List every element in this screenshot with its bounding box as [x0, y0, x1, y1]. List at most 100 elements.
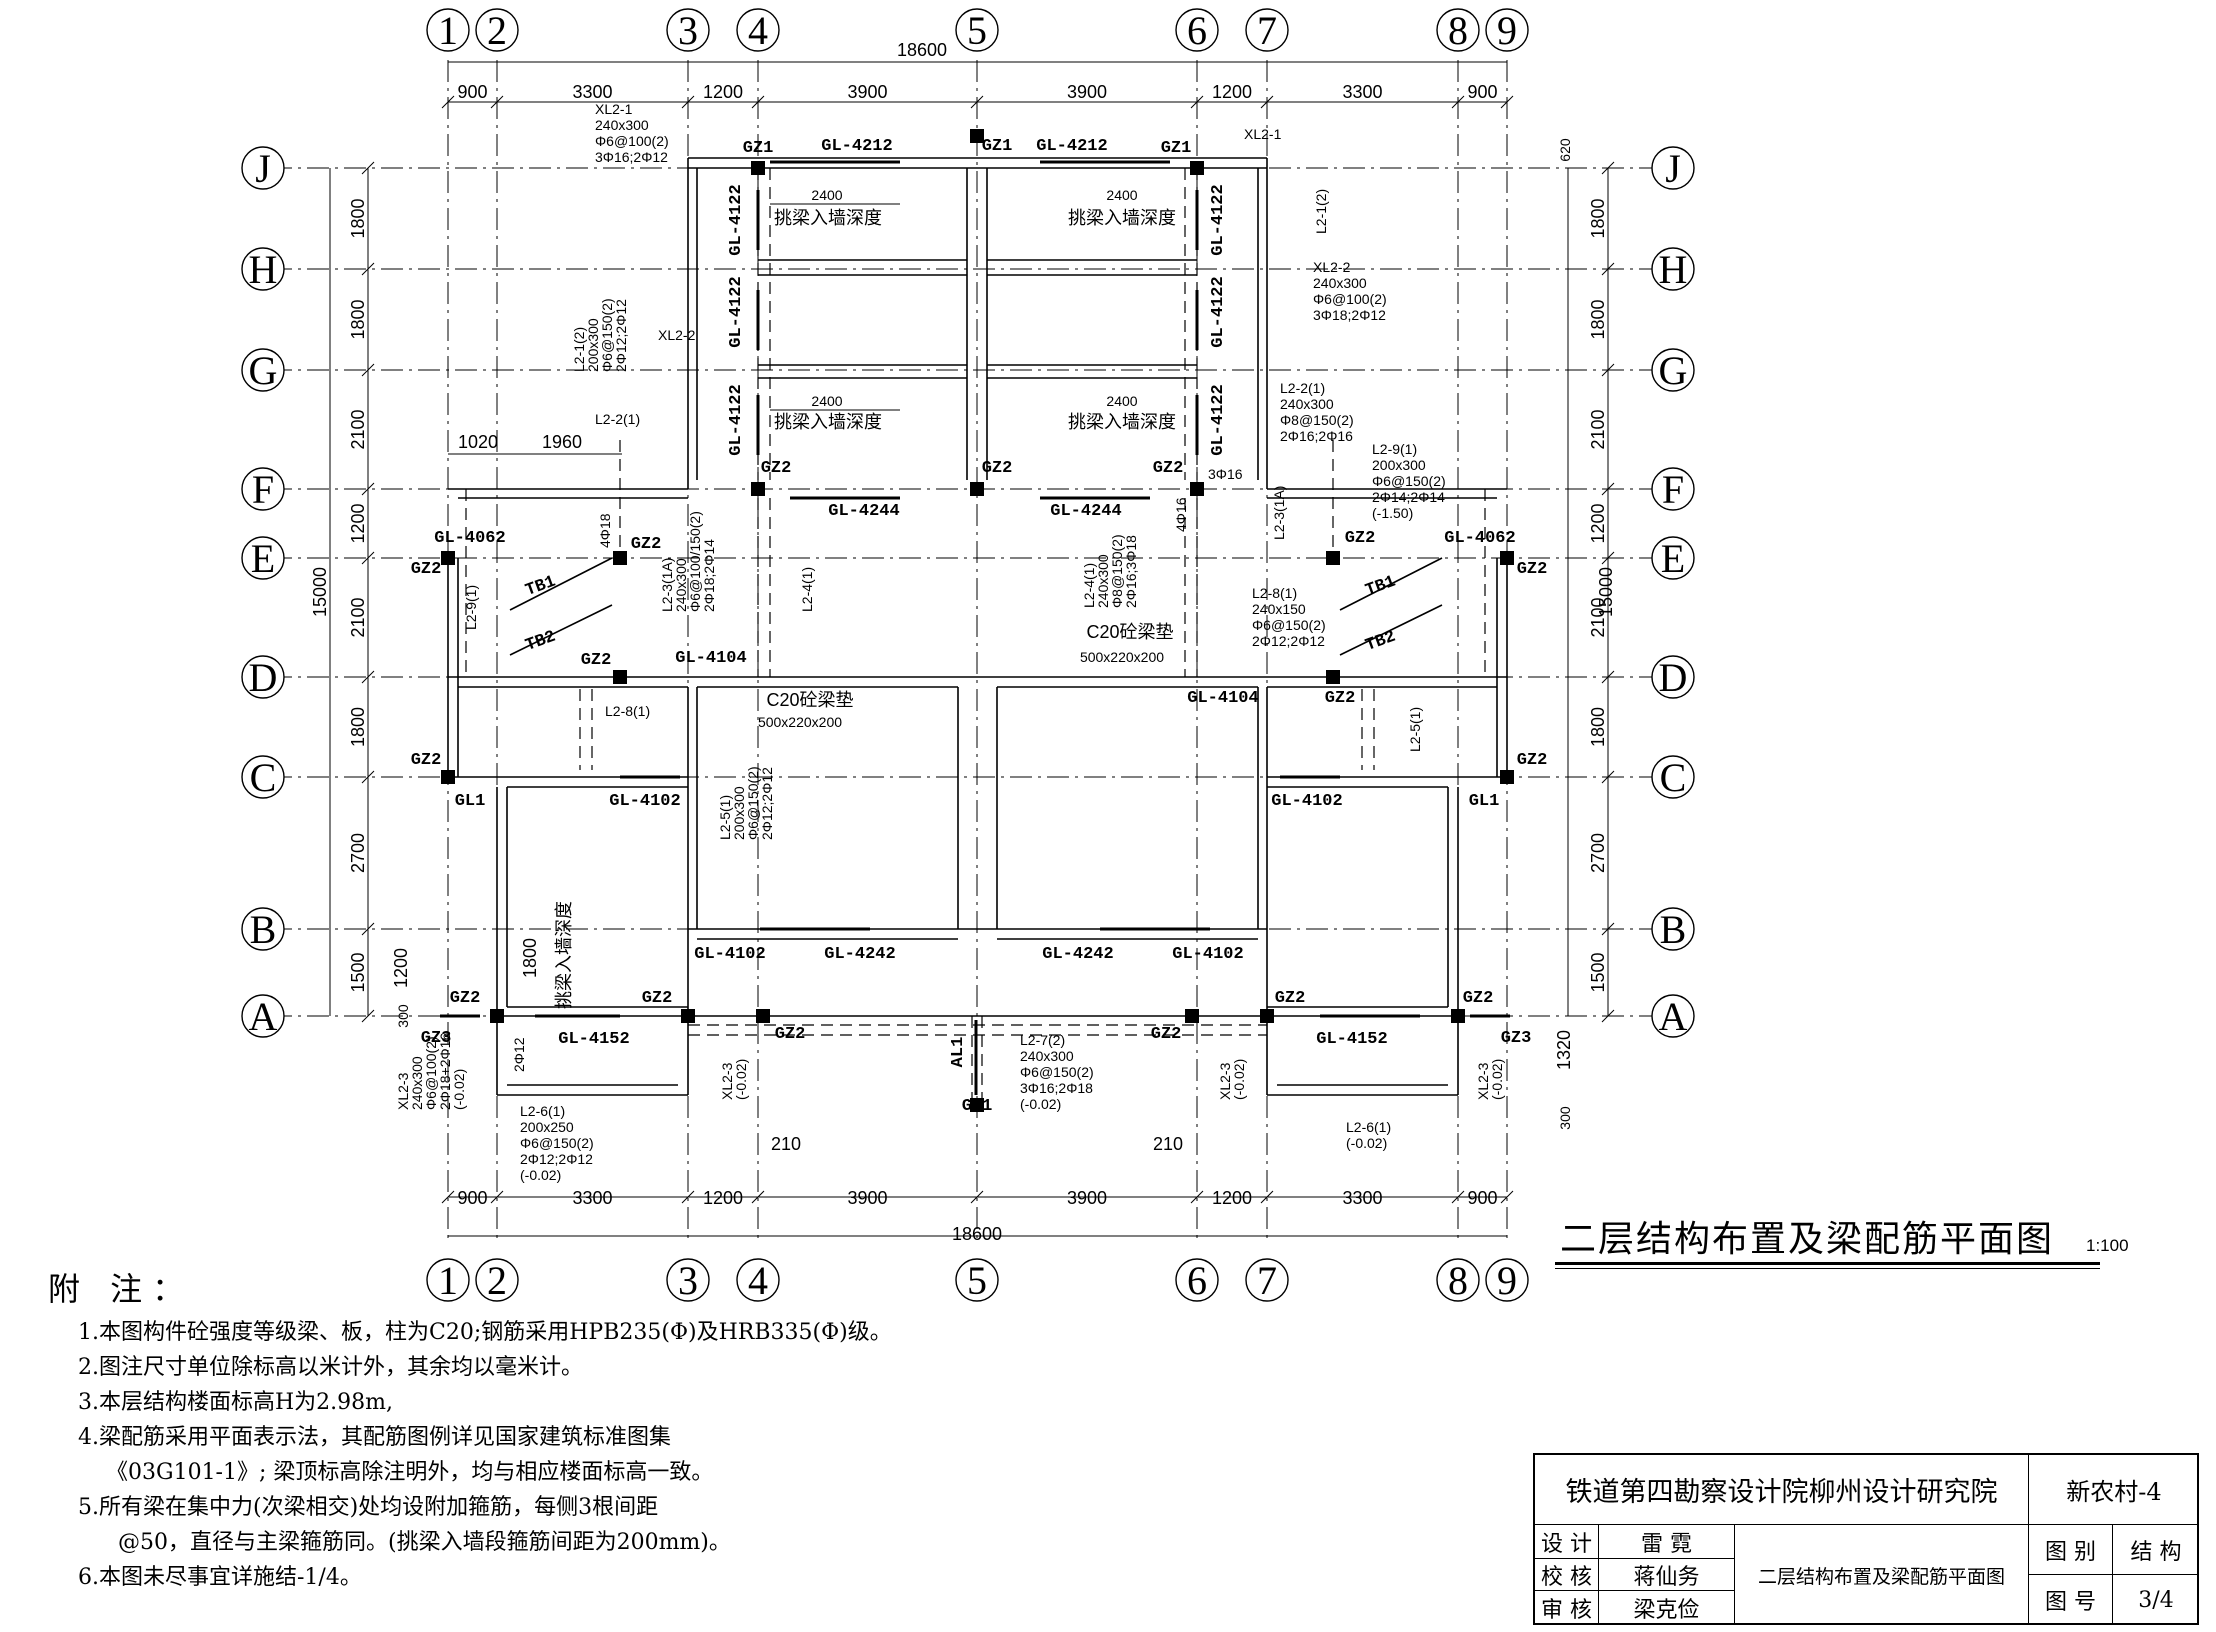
notes-heading: 附 注： — [48, 1270, 195, 1308]
axis-2-top-bubble — [475, 8, 519, 52]
column-square — [613, 551, 627, 565]
beam-spec-l2-2b: 2Φ16;2Φ16 — [1280, 428, 1353, 444]
beam-spec-l2-3b: L2-3(1A) — [1271, 486, 1287, 540]
beam-spec-l2-9: L2-9(1) — [1372, 441, 1417, 457]
beam-spec-l2-5: 200x300 — [731, 786, 747, 840]
column-square — [441, 770, 455, 784]
pad-note: C20砼梁垫 — [1086, 622, 1173, 642]
axis-3-bottom: 3 — [678, 1258, 698, 1303]
axis-G-right: G — [1659, 348, 1688, 393]
column-square — [1326, 670, 1340, 684]
beam-spec-xl2-3: 240x300 — [409, 1056, 425, 1110]
beam-spec-l2-3: L2-3(1A) — [659, 558, 675, 612]
column-label: GZ1 — [1161, 139, 1192, 158]
axis-B-left: B — [250, 907, 277, 952]
column-square — [751, 482, 765, 496]
beam-spec-xl2-3d: (-0.02) — [1489, 1059, 1505, 1100]
designer-name: 雷 霓 — [1599, 1525, 1735, 1559]
beam-label-gl4152: GL-4152 — [1316, 1030, 1387, 1049]
axis-3-top-bubble — [666, 8, 710, 52]
column-label: GZ2 — [581, 651, 612, 670]
axis-2-bottom: 2 — [487, 1258, 507, 1303]
beam-spec-l2-6: Φ6@150(2) — [520, 1135, 594, 1151]
dim-span-top: 3900 — [847, 82, 887, 102]
note-item: 4.梁配筋采用平面表示法，其配筋图例详见国家建筑标准图集 — [78, 1425, 671, 1450]
axis-D-left-bubble — [241, 655, 285, 699]
stair-label-tb2: TB2 — [523, 628, 558, 656]
axis-5-top: 5 — [967, 8, 987, 53]
pad-size: 500x220x200 — [758, 714, 842, 730]
dim-1200: 1200 — [391, 948, 411, 988]
axis-1-bottom-bubble — [426, 1258, 470, 1302]
dim-620: 620 — [1557, 138, 1573, 162]
axis-2-top: 2 — [487, 8, 507, 53]
dim-span-top: 3900 — [1067, 82, 1107, 102]
dim-span-bottom: 1200 — [703, 1188, 743, 1208]
column-label: GZ2 — [1325, 689, 1356, 708]
cantilever-note: 挑梁入墙深度 — [774, 412, 882, 432]
category-label: 图 别 — [2029, 1525, 2113, 1575]
axis-J-right: J — [1665, 146, 1681, 191]
column-square — [1190, 482, 1204, 496]
beam-spec-l2-5: Φ6@150(2) — [745, 766, 761, 840]
beam-spec-l2-9b: L2-9(1) — [463, 585, 479, 630]
beam-spec-l2-7: L2-7(2) — [1020, 1032, 1065, 1048]
column-square — [1190, 161, 1204, 175]
axis-H-right: H — [1659, 247, 1688, 292]
column-square — [751, 161, 765, 175]
axis-7-bottom-bubble — [1245, 1258, 1289, 1302]
column-square — [1326, 551, 1340, 565]
column-label: GZ2 — [642, 989, 673, 1008]
dim-total-right: 15000 — [1596, 567, 1616, 617]
columns — [441, 129, 1514, 1112]
beam-label-gl4104: GL-4104 — [1187, 689, 1258, 708]
axis-8-bottom-bubble — [1436, 1258, 1480, 1302]
beam-label-gl4122: GL-4122 — [727, 384, 746, 455]
axis-C-left: C — [250, 755, 277, 800]
beam-spec-xl2-3c: (-0.02) — [1231, 1059, 1247, 1100]
axis-4-top-bubble — [736, 8, 780, 52]
beam-label-gl1: GL1 — [1469, 792, 1500, 811]
column-label: GZ2 — [411, 751, 442, 770]
checker-name: 蒋仙务 — [1599, 1559, 1735, 1591]
beam-spec-l2-1: 2Φ12;2Φ12 — [613, 299, 629, 372]
stair-label-tb2: TB2 — [1363, 628, 1398, 656]
stair-label-tb1: TB1 — [1363, 573, 1398, 601]
axis-C-left-bubble — [241, 755, 285, 799]
axis-J-left-bubble — [241, 146, 285, 190]
beam-label-gl4242: GL-4242 — [1042, 945, 1113, 964]
column-label: GZ3 — [421, 1029, 452, 1048]
beam-spec-l2-5: L2-5(1) — [717, 795, 733, 840]
beam-label-gl4104: GL-4104 — [675, 649, 746, 668]
number-value: 3/4 — [2138, 1587, 2174, 1613]
reviewer-name: 梁克俭 — [1599, 1591, 1735, 1625]
column-label: GZ2 — [631, 535, 662, 554]
beam-spec-l2-7: 240x300 — [1020, 1048, 1074, 1064]
axis-7-top-bubble — [1245, 8, 1289, 52]
beam-spec-l2-2b: Φ8@150(2) — [1280, 412, 1354, 428]
column-label: GZ1 — [982, 137, 1013, 156]
column-label: GZ2 — [1463, 989, 1494, 1008]
column-square — [1500, 551, 1514, 565]
dim-span-bottom: 900 — [457, 1188, 487, 1208]
cantilever-note: 挑梁入墙深度 — [1068, 412, 1176, 432]
axis-G-left: G — [249, 348, 278, 393]
review-label: 审 核 — [1535, 1591, 1599, 1625]
axis-7-top: 7 — [1257, 8, 1277, 53]
beam-spec-l2-7: (-0.02) — [1020, 1096, 1061, 1112]
axis-1-top-bubble — [426, 8, 470, 52]
axis-C-right-bubble — [1651, 755, 1695, 799]
beam-spec-xl2-3c: XL2-3 — [1217, 1062, 1233, 1100]
dim-1320: 1320 — [1554, 1030, 1574, 1070]
dim-row-right: 2700 — [1588, 833, 1608, 873]
axis-E-left: E — [251, 536, 275, 581]
axis-6-bottom: 6 — [1187, 1258, 1207, 1303]
axis-B-right: B — [1660, 907, 1687, 952]
dim-1800: 1800 — [520, 938, 540, 978]
beam-spec-l2-8b: L2-8(1) — [1252, 585, 1297, 601]
check-label: 校 核 — [1535, 1559, 1599, 1591]
column-square — [1451, 1009, 1465, 1023]
column-label: GZ2 — [411, 560, 442, 579]
beam-spec-l2-4b: L2-4(1) — [1081, 563, 1097, 608]
column-label: GZ2 — [1151, 1025, 1182, 1044]
